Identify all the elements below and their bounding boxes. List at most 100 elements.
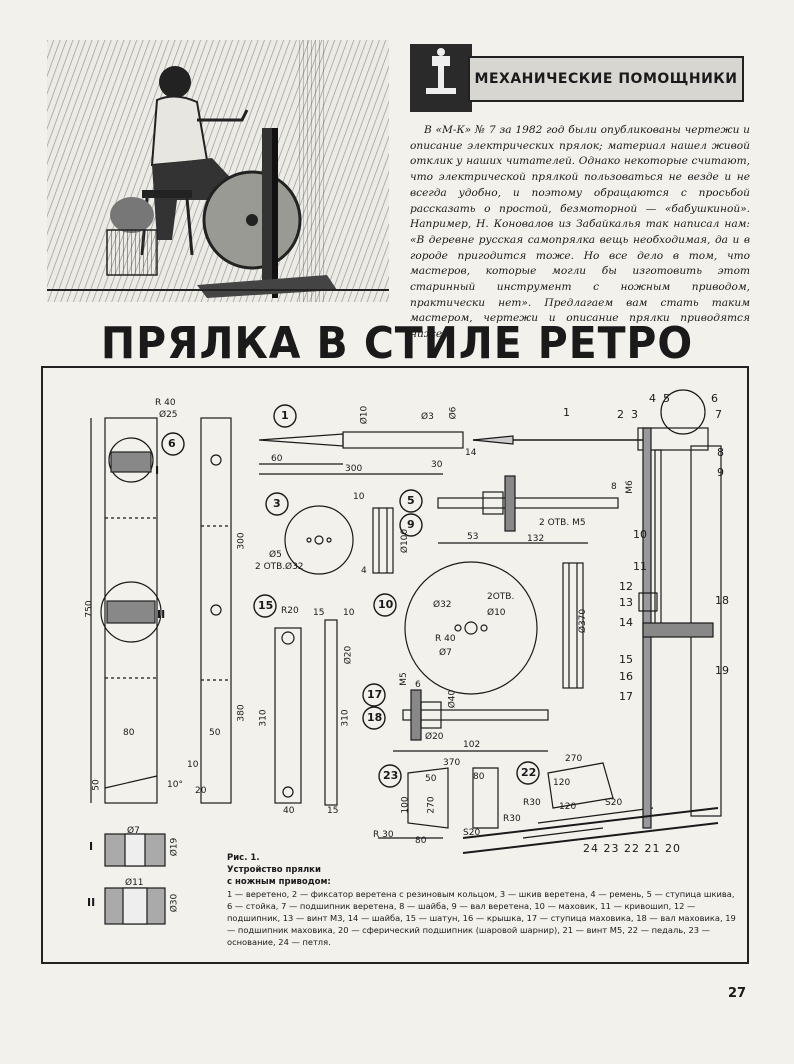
dim-8: 8 — [611, 482, 617, 492]
caption-subtitle-1: Устройство прялки — [227, 865, 321, 875]
assembly-label-18: 18 — [715, 594, 729, 607]
dim-120: 120 — [553, 778, 571, 788]
dim-d20-hub: Ø20 — [425, 732, 444, 742]
dim-100: 100 — [400, 796, 411, 814]
page-number: 27 — [728, 986, 747, 1001]
spindle-drawing — [258, 431, 464, 475]
dim-10-rod: 10 — [343, 608, 355, 618]
spindle-pulley-drawing — [284, 505, 394, 575]
dim-d19: Ø19 — [169, 837, 180, 857]
dim-40: 40 — [283, 806, 295, 816]
section-mark-1: I — [155, 464, 160, 477]
assembly-label-9: 9 — [717, 466, 724, 479]
dim-80-bottom: 80 — [415, 836, 427, 846]
assembly-label-10: 10 — [633, 528, 647, 541]
dim-2otv-m5: 2 ОТВ. М5 — [539, 518, 586, 528]
assembly-label-8: 8 — [717, 446, 724, 459]
dim-d370: Ø370 — [578, 608, 589, 634]
assembly-label-16: 16 — [619, 670, 633, 683]
assembly-label-6: 6 — [711, 392, 718, 405]
dim-300-side: 300 — [236, 532, 247, 550]
dim-r20: R20 — [281, 606, 299, 616]
section-details — [104, 833, 166, 925]
dim-53: 53 — [467, 532, 479, 542]
assembly-view — [462, 389, 722, 854]
spinning-woman-illustration — [47, 40, 389, 302]
part-number-6: 6 — [168, 437, 176, 450]
assembly-label-19: 19 — [715, 664, 729, 677]
technical-drawing: 6 1 3 5 9 10 15 17 18 23 22 1 2 3 4 5 6 … — [41, 366, 749, 964]
assembly-label-13: 13 — [619, 596, 633, 609]
dim-d32-flywheel: Ø32 — [433, 600, 452, 610]
caption-body: 1 — веретено, 2 — фиксатор веретена с ре… — [227, 889, 736, 947]
assembly-bottom-labels: 24 23 22 21 20 — [583, 842, 681, 855]
dim-d5: Ø5 — [269, 550, 282, 560]
dim-270-pedal: 270 — [565, 754, 583, 764]
dim-380: 380 — [236, 704, 247, 722]
dim-4: 4 — [361, 566, 367, 576]
assembly-label-7: 7 — [715, 408, 722, 421]
part-number-1: 1 — [281, 409, 289, 422]
part-number-18: 18 — [367, 711, 383, 724]
dim-2otv-flywheel: 2ОТВ. — [487, 592, 515, 602]
dim-10-disc: 10 — [353, 492, 365, 502]
article-title: ПРЯЛКА В СТИЛЕ РЕТРО — [100, 318, 694, 369]
dim-s20-pedal: S20 — [605, 798, 623, 808]
dim-2otv: 2 ОТВ. — [255, 562, 286, 572]
machine-tool-icon — [410, 44, 472, 112]
dim-102: 102 — [463, 740, 481, 750]
assembly-label-5: 5 — [663, 392, 670, 405]
dim-10: 10 — [187, 760, 199, 770]
dim-14: 14 — [465, 448, 477, 458]
section-mark-2: II — [157, 608, 166, 621]
dim-d20: Ø20 — [343, 645, 354, 665]
assembly-label-3: 3 — [631, 408, 638, 421]
dim-r40: R 40 — [155, 398, 176, 408]
flywheel-shaft-drawing — [393, 689, 549, 752]
caption-title: Рис. 1. — [227, 853, 260, 863]
connecting-rod-drawing — [274, 619, 338, 806]
dim-80: 80 — [123, 728, 135, 738]
dim-d32: Ø32 — [285, 562, 304, 572]
dim-r40-flywheel: R 40 — [435, 634, 456, 644]
assembly-label-11: 11 — [633, 560, 647, 573]
dim-m5: М5 — [398, 672, 409, 686]
dim-d3: Ø3 — [421, 412, 434, 422]
dim-30: 30 — [431, 460, 443, 470]
dim-r30-base: R30 — [503, 814, 521, 824]
assembly-label-15: 15 — [619, 653, 633, 666]
assembly-label-1: 1 — [563, 406, 570, 419]
dim-r30-left: R 30 — [373, 830, 394, 840]
dim-d7: Ø7 — [439, 648, 452, 658]
dim-15: 15 — [313, 608, 325, 618]
part-number-10: 10 — [378, 598, 394, 611]
section-label-2: II — [87, 896, 96, 909]
dim-370: 370 — [443, 758, 461, 768]
part-number-5: 5 — [407, 494, 415, 507]
dim-d100: Ø100 — [400, 528, 411, 554]
assembly-label-17: 17 — [619, 690, 633, 703]
dim-6: 6 — [415, 680, 421, 690]
dim-80-base: 80 — [473, 772, 485, 782]
part-number-15: 15 — [258, 599, 274, 612]
dim-300: 300 — [345, 464, 363, 474]
part-number-22: 22 — [521, 766, 537, 779]
dim-50-side: 50 — [209, 728, 221, 738]
section-label-1: I — [89, 840, 94, 853]
dim-m6: М6 — [624, 480, 635, 494]
dim-270: 270 — [426, 796, 437, 814]
dim-50-base: 50 — [425, 774, 437, 784]
post-front-view — [90, 417, 162, 804]
dim-310: 310 — [258, 709, 269, 727]
section-title-band: МЕХАНИЧЕСКИЕ ПОМОЩНИКИ — [468, 56, 744, 102]
assembly-label-4: 4 — [649, 392, 656, 405]
dim-d7-section: Ø7 — [127, 826, 140, 836]
section-title: МЕХАНИЧЕСКИЕ ПОМОЩНИКИ — [474, 71, 738, 87]
part-number-3: 3 — [273, 497, 281, 510]
figure-caption: Рис. 1. Устройство прялки с ножным приво… — [227, 852, 737, 948]
flywheel-drawing — [404, 561, 584, 695]
post-side-view — [200, 417, 232, 804]
dim-60: 60 — [271, 454, 283, 464]
dim-d25: Ø25 — [159, 410, 178, 420]
dim-15-rod: 15 — [327, 806, 339, 816]
